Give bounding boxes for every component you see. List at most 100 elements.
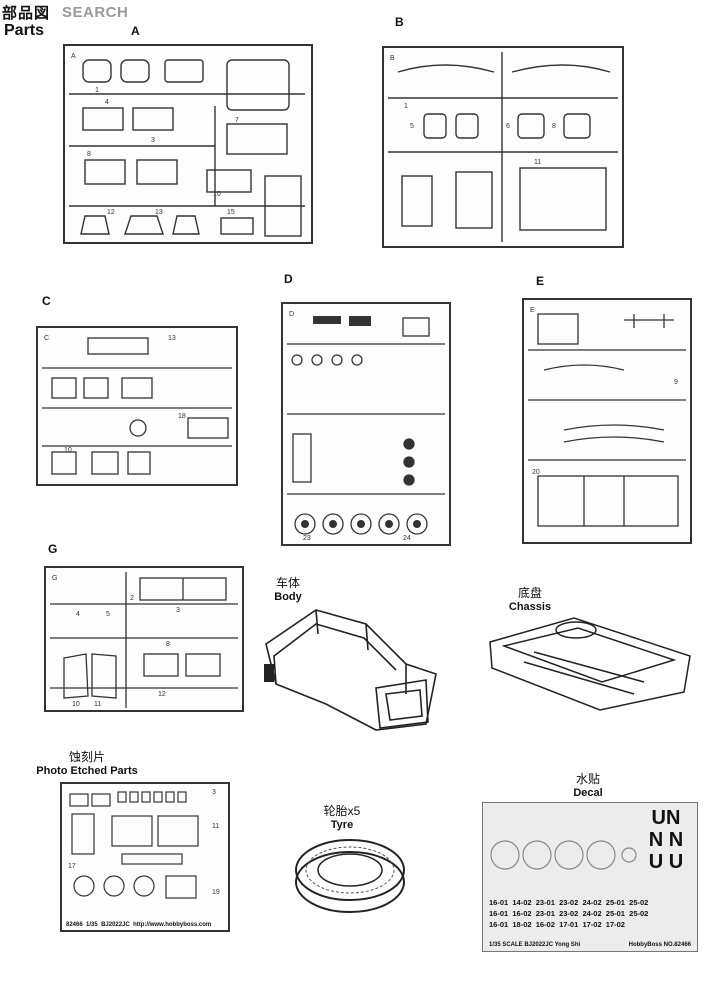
page-title: Parts: [4, 22, 45, 39]
decal-number: 17-01: [559, 920, 579, 929]
tyre-drawing: [295, 839, 405, 913]
decal-roundels: [490, 840, 637, 870]
svg-text:1: 1: [404, 103, 408, 110]
sprue-b-label: B: [395, 15, 404, 29]
svg-text:4: 4: [105, 99, 109, 106]
decal-un-row-2: N N: [648, 829, 684, 851]
body-caption-en: Body: [274, 591, 302, 603]
decal-number-row-2: 16-01 16-02 23-01 23-02 24-02 25-01 25-0…: [489, 908, 693, 919]
svg-text:10: 10: [213, 191, 221, 198]
decal-footer-left: 1/35 SCALE BJ2022JC Yong Shi: [489, 942, 581, 948]
chassis-caption-en: Chassis: [508, 601, 552, 613]
decal-caption-cn: 水贴: [575, 772, 600, 786]
decal-number: 17-02: [605, 920, 625, 929]
photo-etched-url: http://www.hobbyboss.com: [133, 922, 212, 928]
svg-text:3: 3: [176, 607, 180, 614]
decal-number: 25-01: [605, 909, 625, 918]
photo-etched-caption-en: Photo Etched Parts: [36, 765, 138, 777]
svg-text:11: 11: [94, 701, 101, 708]
svg-text:7: 7: [235, 117, 239, 124]
decal-sheet: UN N N U U 16-01 14-02 23-01 23-02 24-02…: [482, 802, 698, 952]
svg-text:23: 23: [303, 535, 311, 542]
sprue-b: B 1 5 6 8 11: [382, 46, 624, 248]
watermark: SEARCH: [62, 4, 129, 21]
tyre-caption-cn: 轮胎x5: [323, 804, 361, 818]
svg-text:6: 6: [506, 123, 510, 130]
decal-number: 23-02: [559, 898, 579, 907]
svg-text:9: 9: [674, 379, 678, 386]
decal-number: 17-02: [582, 920, 602, 929]
svg-text:13: 13: [168, 335, 176, 342]
sprue-e: E 20 9: [522, 298, 692, 544]
svg-text:15: 15: [227, 209, 235, 216]
decal-un-row-3: U U: [648, 851, 684, 873]
svg-text:17: 17: [68, 863, 76, 870]
photo-etched-caption: 蚀刻片 Photo Etched Parts: [32, 750, 142, 778]
page-title-cn: 部品図: [2, 5, 51, 22]
body-caption: 车体 Body: [268, 576, 308, 604]
decal-un-row-1: UN: [651, 807, 681, 829]
svg-text:8: 8: [166, 641, 170, 648]
decal-caption: 水贴 Decal: [560, 772, 616, 800]
svg-text:13: 13: [155, 209, 163, 216]
svg-text:10: 10: [64, 447, 72, 454]
decal-number: 18-02: [512, 920, 532, 929]
photo-etched-name: BJ2022JC: [101, 922, 130, 928]
svg-text:19: 19: [212, 889, 220, 896]
sprue-e-label: E: [536, 274, 545, 288]
sprue-d-drawing: D 23 24: [287, 311, 445, 542]
svg-text:11: 11: [212, 823, 219, 830]
svg-text:12: 12: [158, 691, 166, 698]
sprue-d: D 23 24: [281, 302, 451, 546]
svg-text:11: 11: [534, 159, 541, 166]
decal-number: 16-01: [489, 898, 509, 907]
photo-etched-footer: 82466 1/35 BJ2022JC http://www.hobbyboss…: [66, 922, 211, 928]
decal-number: 25-01: [605, 898, 625, 907]
decal-number: 24-02: [582, 909, 602, 918]
decal-number: 25-02: [629, 909, 649, 918]
svg-text:B: B: [390, 55, 395, 62]
svg-text:10: 10: [72, 701, 80, 708]
chassis-drawing: [489, 617, 691, 711]
tyre-caption: 轮胎x5 Tyre: [320, 804, 364, 832]
decal-un-block: UN N N U U: [641, 807, 691, 873]
svg-text:5: 5: [410, 123, 414, 130]
chassis-caption-cn: 底盘: [517, 586, 542, 600]
svg-text:24: 24: [403, 535, 411, 542]
svg-text:20: 20: [532, 469, 540, 476]
svg-text:G: G: [52, 575, 57, 582]
decal-number: 23-02: [559, 909, 579, 918]
svg-text:C: C: [44, 335, 49, 342]
photo-etched-code: 82466: [66, 922, 83, 928]
decal-number: 25-02: [629, 898, 649, 907]
sprue-d-label: D: [284, 272, 293, 286]
sprue-b-drawing: B 1 5 6 8 11: [388, 52, 618, 242]
svg-text:8: 8: [87, 151, 91, 158]
svg-text:1: 1: [95, 87, 99, 94]
svg-text:A: A: [71, 53, 76, 60]
svg-text:8: 8: [552, 123, 556, 130]
svg-text:E: E: [530, 307, 535, 314]
chassis-caption: 底盘 Chassis: [508, 586, 552, 614]
body-caption-cn: 车体: [275, 576, 300, 590]
decal-number: 16-01: [489, 920, 509, 929]
decal-number: 16-01: [489, 909, 509, 918]
decal-number: 16-02: [512, 909, 532, 918]
photo-etched-caption-cn: 蚀刻片: [68, 750, 105, 764]
svg-text:D: D: [289, 311, 294, 318]
svg-text:12: 12: [107, 209, 115, 216]
decal-number: 23-01: [535, 909, 555, 918]
sprue-c-label: C: [42, 294, 51, 308]
decal-number: 24-02: [582, 898, 602, 907]
photo-etched-fret: 3 11 17 19 82466 1/35 BJ2022JC http://www.h…: [60, 782, 230, 932]
svg-text:5: 5: [106, 611, 110, 618]
decal-number-rows: 16-01 14-02 23-01 23-02 24-02 25-01 25-0…: [489, 897, 693, 930]
svg-text:2: 2: [130, 595, 134, 602]
svg-text:3: 3: [212, 789, 216, 796]
